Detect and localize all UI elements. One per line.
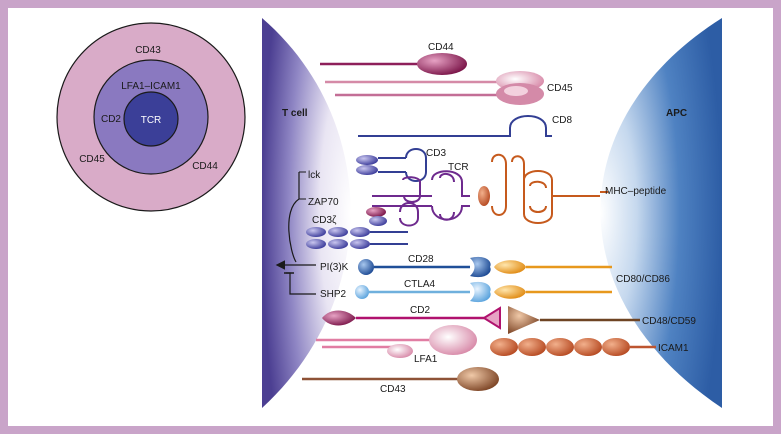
apc-label: APC [666, 108, 687, 119]
apc-membrane [600, 18, 722, 408]
cd80-cd86-molecule: CD80/CD86 [494, 260, 670, 299]
inset-label-cd45: CD45 [79, 154, 105, 165]
inset-label-cd43: CD43 [135, 45, 161, 56]
tcr-label: TCR [448, 162, 469, 173]
signal-arrow [275, 172, 316, 295]
mhc-peptide-label: MHC–peptide [605, 186, 667, 197]
cd44-molecule: CD44 [320, 42, 467, 75]
cd8-label: CD8 [552, 115, 572, 126]
zap70-label: ZAP70 [308, 197, 339, 208]
lck-label: lck [308, 170, 321, 181]
icam1-molecule: ICAM1 [490, 338, 689, 356]
cd45-molecule: CD45 [325, 71, 573, 105]
lfa1-molecule: LFA1 [316, 325, 477, 365]
cd3zeta-chain-top [306, 227, 408, 237]
cd3zeta-label: CD3ζ [312, 215, 337, 226]
t-cell-label: T cell [282, 108, 308, 119]
shp2-label: SHP2 [320, 289, 347, 300]
cd48-cd59-molecule: CD48/CD59 [508, 306, 696, 334]
cd45-label: CD45 [547, 83, 573, 94]
synapse-inset: CD43 LFA1–ICAM1 CD2 TCR CD45 CD44 [56, 22, 246, 212]
ctla4-label: CTLA4 [404, 279, 436, 290]
cd8-molecule: CD8 [358, 115, 572, 137]
inset-center [123, 91, 179, 147]
inset-label-lfa1-icam1: LFA1–ICAM1 [121, 81, 181, 92]
pi3k-label: PI(3)K [320, 262, 349, 273]
cd43-molecule: CD43 [302, 367, 499, 395]
cd3-complex: CD3 [356, 148, 446, 203]
cd2-label: CD2 [410, 305, 430, 316]
cd80-cd86-label: CD80/CD86 [616, 274, 670, 285]
inset-label-tcr: TCR [141, 115, 162, 126]
cd48-cd59-label: CD48/CD59 [642, 316, 696, 327]
ctla4-molecule: SHP2 CTLA4 [320, 279, 491, 303]
mhc-peptide-molecule: MHC–peptide [478, 153, 667, 224]
inset-label-cd2: CD2 [101, 114, 121, 125]
cd2-molecule: CD2 [322, 305, 501, 330]
cd28-label: CD28 [408, 254, 434, 265]
t-cell-membrane [262, 18, 351, 408]
signaling-cluster: lck ZAP70 CD3ζ [299, 170, 408, 249]
lfa1-label: LFA1 [414, 354, 438, 365]
cd44-label: CD44 [428, 42, 454, 53]
inset-label-cd44: CD44 [192, 161, 218, 172]
icam1-label: ICAM1 [658, 343, 689, 354]
cd43-label: CD43 [380, 384, 406, 395]
cd3-label: CD3 [426, 148, 446, 159]
cd28-molecule: PI(3)K CD28 [320, 254, 491, 278]
cd3zeta-chain-bottom [306, 239, 408, 249]
tcr-molecule: TCR [372, 162, 470, 227]
